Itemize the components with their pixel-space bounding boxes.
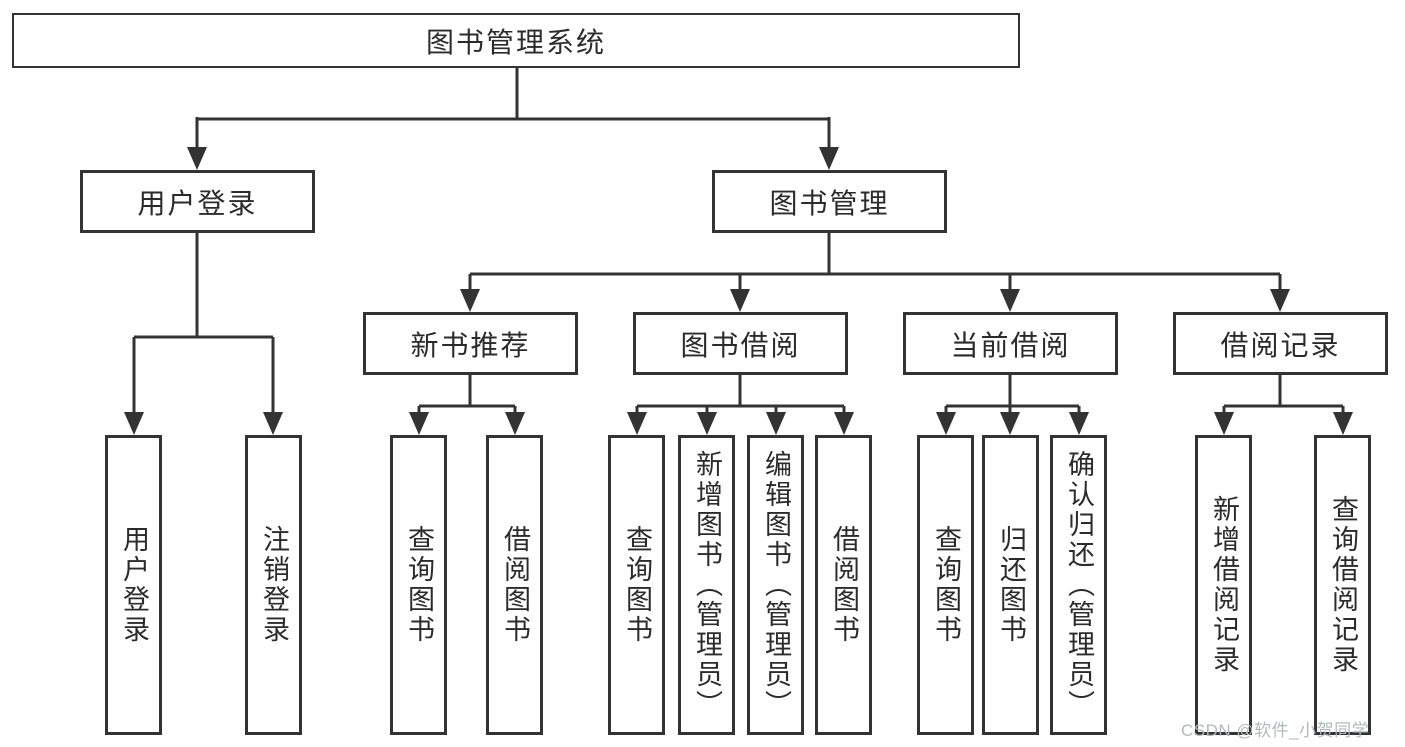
arrowhead-icon [1000, 289, 1020, 312]
arrowheads [124, 147, 1353, 435]
leaf-query-borrow-record: 查询借阅记录 [1314, 435, 1371, 735]
arrowhead-icon [697, 412, 717, 435]
leaf-borrow-books-recommend: 借阅图书 [486, 435, 543, 735]
arrowhead-icon [936, 412, 956, 435]
node-new-book-recommendation: 新书推荐 [363, 312, 578, 375]
leaf-query-books-borrow: 查询图书 [608, 435, 665, 735]
node-library-system: 图书管理系统 [12, 13, 1020, 68]
arrowhead-icon [263, 412, 283, 435]
arrowhead-icon [1333, 412, 1353, 435]
leaf-label: 归还图书 [996, 525, 1026, 645]
leaf-query-books-current: 查询图书 [917, 435, 974, 735]
leaf-label: 查询借阅记录 [1328, 495, 1358, 675]
leaf-add-book-admin: 新增图书（管理员） [678, 435, 735, 735]
leaf-label: 查询图书 [404, 525, 434, 645]
node-user-login: 用户登录 [80, 170, 315, 233]
arrowhead-icon [1000, 412, 1020, 435]
arrowhead-icon [1069, 412, 1089, 435]
arrowhead-icon [730, 289, 750, 312]
leaf-add-borrow-record: 新增借阅记录 [1195, 435, 1252, 735]
leaf-return-books: 归还图书 [982, 435, 1039, 735]
arrowhead-icon [1214, 412, 1234, 435]
leaf-label: 注销登录 [259, 525, 289, 645]
leaf-logout: 注销登录 [245, 435, 302, 735]
leaf-confirm-return-admin: 确认归还（管理员） [1050, 435, 1107, 735]
arrowhead-icon [409, 412, 429, 435]
arrowhead-icon [460, 289, 480, 312]
arrowhead-icon [627, 412, 647, 435]
leaf-query-books-recommend: 查询图书 [390, 435, 447, 735]
leaf-edit-book-admin: 编辑图书（管理员） [747, 435, 804, 735]
leaf-label: 新增借阅记录 [1209, 495, 1239, 675]
arrowhead-icon [766, 412, 786, 435]
leaf-label: 借阅图书 [500, 525, 530, 645]
leaf-user-login: 用户登录 [105, 435, 162, 735]
arrowhead-icon [187, 147, 207, 170]
node-current-borrowing: 当前借阅 [903, 312, 1118, 375]
leaf-label: 新增图书（管理员） [692, 450, 722, 720]
arrowhead-icon [1270, 289, 1290, 312]
node-book-management: 图书管理 [712, 170, 947, 233]
leaf-label: 用户登录 [119, 525, 149, 645]
leaf-label: 借阅图书 [829, 525, 859, 645]
node-book-borrowing: 图书借阅 [633, 312, 848, 375]
leaf-label: 查询图书 [931, 525, 961, 645]
arrowhead-icon [505, 412, 525, 435]
watermark: CSDN @软件_小贺同学 [1181, 721, 1370, 740]
leaf-label: 查询图书 [622, 525, 652, 645]
arrowhead-icon [124, 412, 144, 435]
node-borrowing-records: 借阅记录 [1173, 312, 1388, 375]
leaf-borrow-books: 借阅图书 [815, 435, 872, 735]
arrowhead-icon [819, 147, 839, 170]
leaf-label: 确认归还（管理员） [1064, 450, 1094, 720]
arrowhead-icon [834, 412, 854, 435]
leaf-label: 编辑图书（管理员） [761, 450, 791, 720]
